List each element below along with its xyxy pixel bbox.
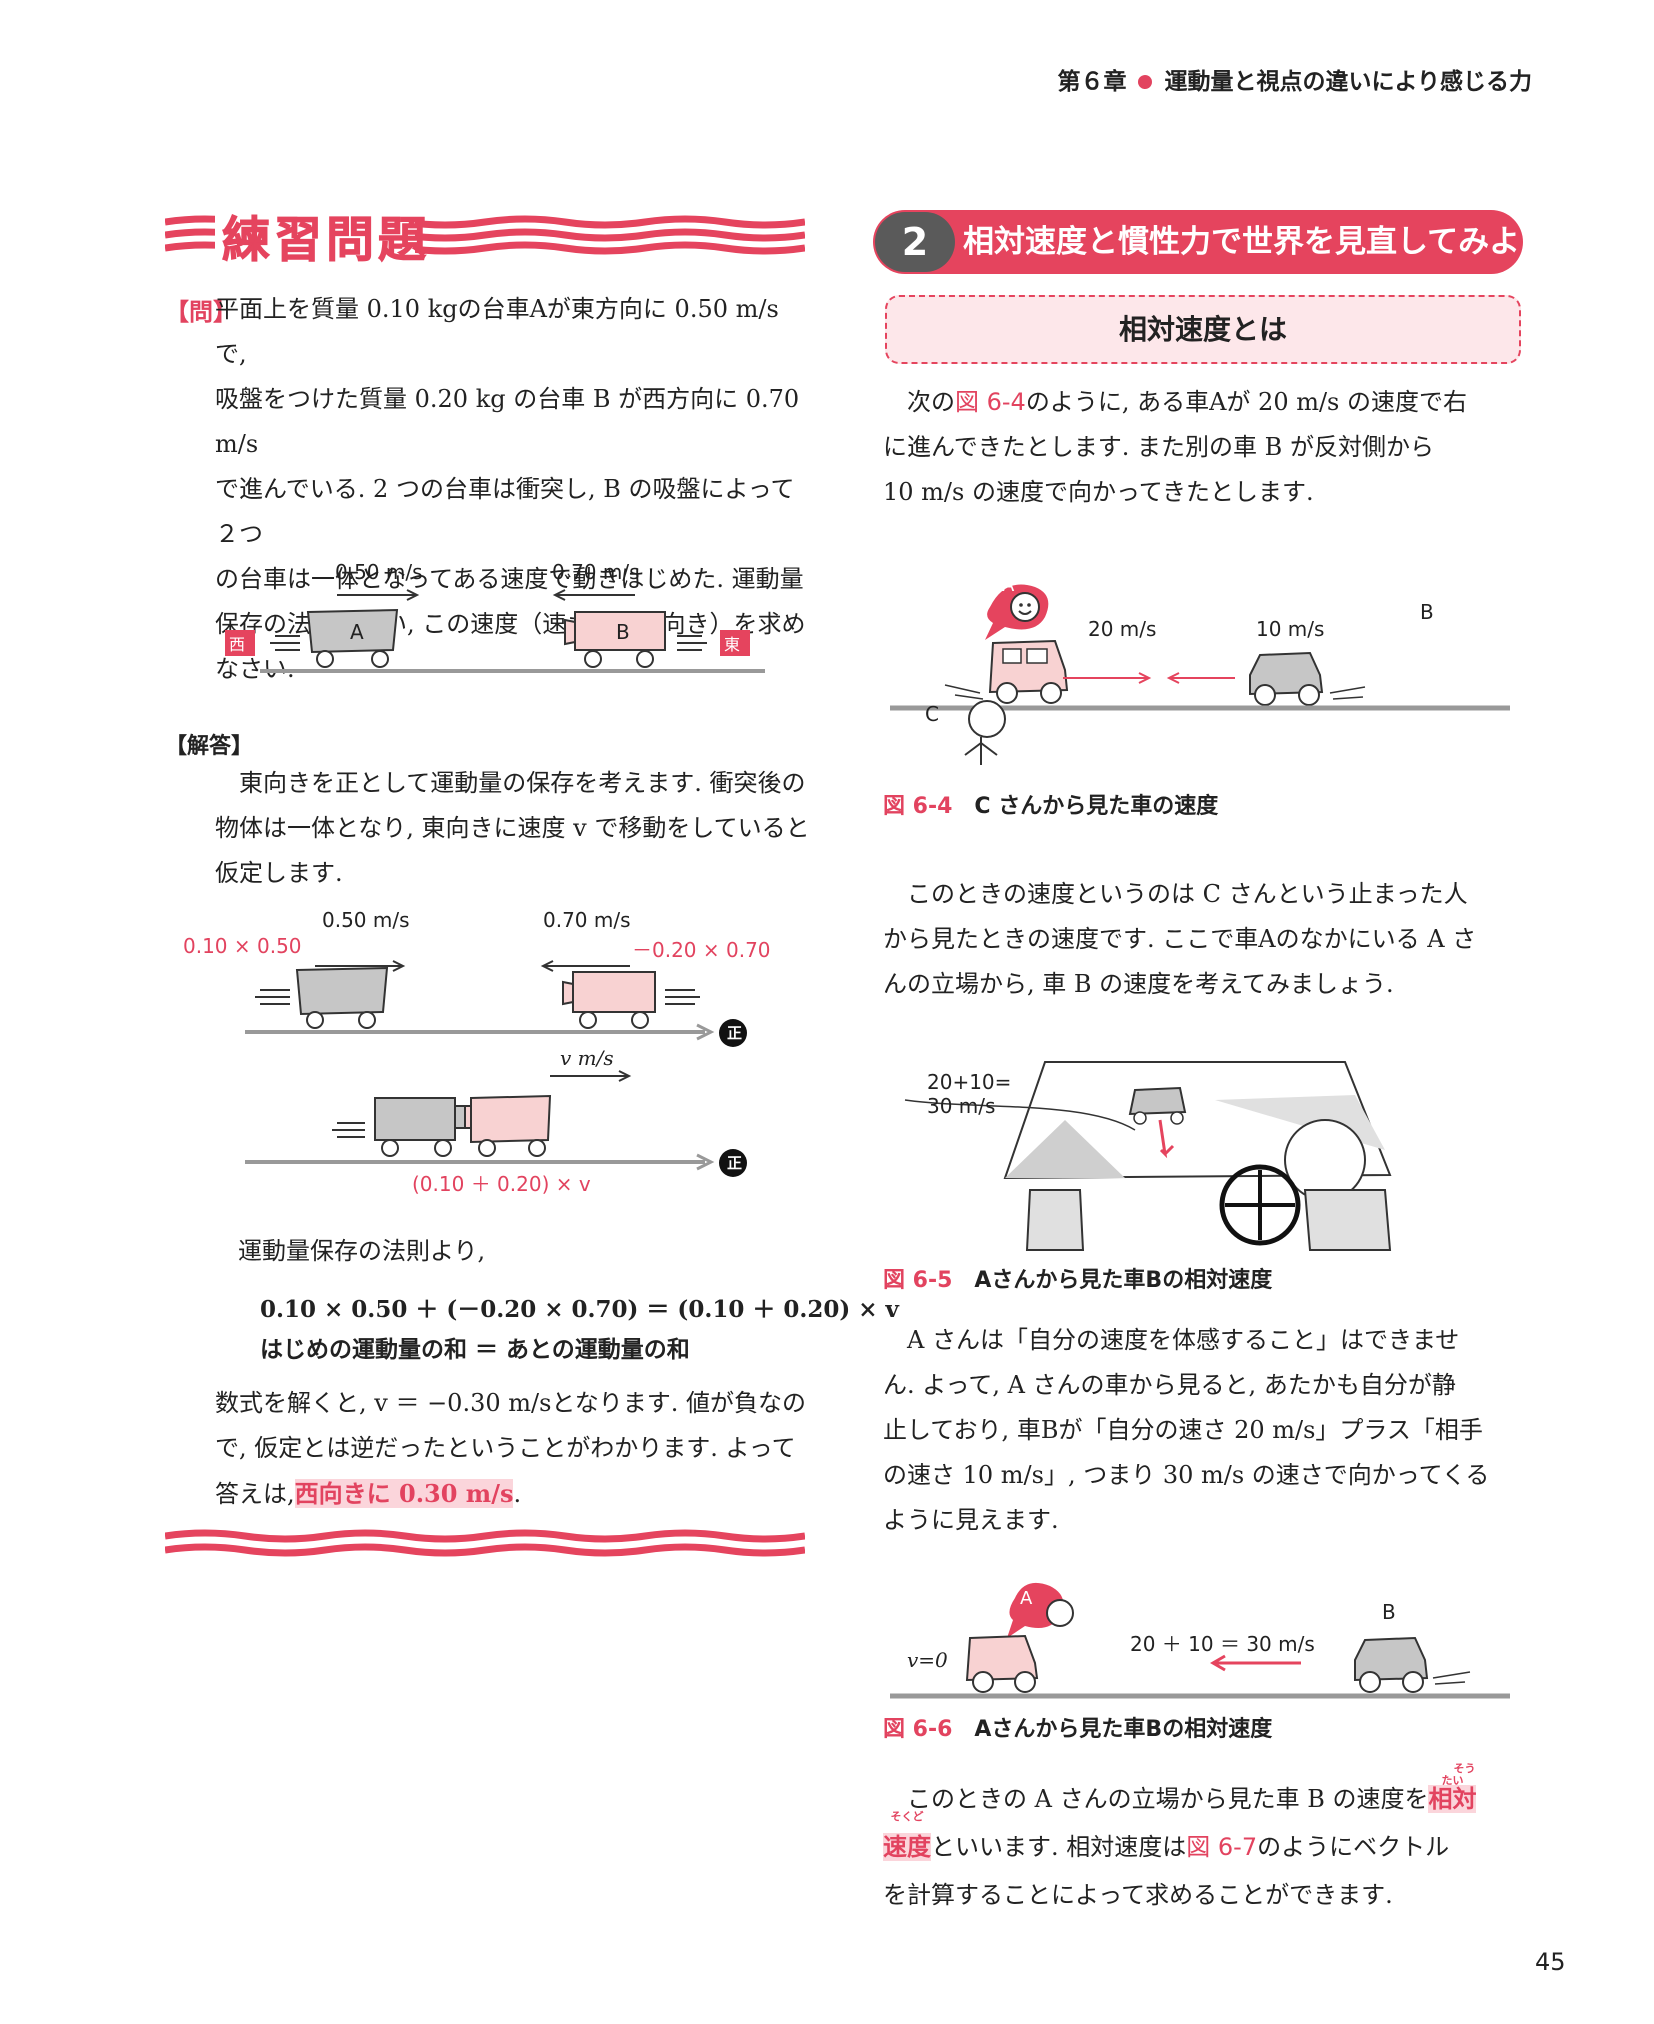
fig6-label-b: B — [1382, 1600, 1396, 1624]
paragraph-3: A さんは「自分の速度を体感すること」はできませ ん. よって, A さんの車か… — [883, 1326, 1490, 1534]
law-text: 運動量保存の法則より, — [238, 1237, 486, 1265]
positive-label: 正 — [727, 1154, 743, 1172]
east-label: 東 — [724, 635, 741, 654]
v-label: v m/s — [560, 1046, 614, 1070]
fig4-label-a: A — [1002, 575, 1015, 596]
question-line: で進んでいる. 2 つの台車は衝突し, B の吸盤によって２つ — [215, 475, 795, 548]
term-relative: そうたい相対 — [1428, 1762, 1477, 1813]
answer-line: 仮定します. — [215, 859, 343, 887]
west-label: 西 — [229, 635, 246, 654]
fig4-label-c: C — [925, 702, 939, 726]
fig4-speed-a: 20 m/s — [1088, 617, 1157, 641]
fig5-calc-line2: 30 m/s — [927, 1094, 996, 1118]
fig2-speed-a: 0.50 m/s — [322, 908, 410, 932]
bullet-icon — [1138, 74, 1153, 89]
paragraph-4: このときの A さんの立場から見た車 B の速度をそうたい相対 そくど速度といい… — [883, 1762, 1477, 1909]
fig6-calc: 20 ＋ 10 ＝ 30 m/s — [1130, 1632, 1315, 1656]
momentum-b: －0.20 × 0.70 — [632, 938, 771, 962]
figure-ref: 図 6-7 — [1186, 1833, 1258, 1861]
answer-line: 物体は一体となり, 東向きに速度 v で移動をしていると — [215, 814, 810, 842]
speed-label-a: 0.50 m/s — [335, 560, 423, 584]
paragraph-2: このときの速度というのは C さんという止まった人 から見たときの速度です. こ… — [883, 880, 1477, 998]
section-title-bar: 2 相対速度と慣性力で世界を見直してみよう — [873, 210, 1523, 324]
running-header: 第６章 運動量と視点の違いにより感じる力 — [1057, 62, 1532, 96]
figure-6-4 — [890, 584, 1510, 765]
ruby-relative: そうたい — [1441, 1762, 1476, 1787]
section-number: 2 — [875, 212, 955, 272]
section-title: 相対速度と慣性力で世界を見直してみよう — [963, 224, 1521, 324]
speed-label-b: 0.70 m/s — [552, 560, 640, 584]
question-line: 吸盤をつけた質量 0.20 kg の台車 B が西方向に 0.70 m/s — [215, 385, 800, 458]
paragraph-1: 次の図 6-4のように, ある車Aが 20 m/s の速度で右 に進んできたとし… — [883, 388, 1468, 506]
combined-momentum: (0.10 ＋ 0.20) × v — [412, 1172, 591, 1196]
conclusion-line: で, 仮定とは逆だったということがわかります. よって — [215, 1434, 796, 1462]
question-tag: 【問】 — [165, 298, 237, 326]
ruby-velocity: そくど — [890, 1810, 924, 1823]
page-number: 45 — [1535, 1948, 1566, 1976]
fig6-v-zero: v=0 — [907, 1648, 948, 1672]
fig4-speed-b: 10 m/s — [1256, 617, 1325, 641]
answer-text: 東向きを正として運動量の保存を考えます. 衝突後の 物体は一体となり, 東向きに… — [215, 761, 815, 896]
cart-b-label: B — [616, 620, 630, 644]
figure-ref: 図 6-4 — [955, 388, 1026, 416]
fig6-label-a: A — [1020, 1588, 1033, 1609]
answer-tag: 【解答】 — [165, 734, 254, 759]
chapter-title: 運動量と視点の違いにより感じる力 — [1164, 69, 1532, 95]
equation: 0.10 × 0.50 ＋ (－0.20 × 0.70) ＝ (0.10 ＋ 0… — [260, 1296, 899, 1323]
conclusion-line: 答えは,西向きに 0.30 m/s. — [215, 1479, 522, 1508]
question-line: の台車は一体となってある速度で動きはじめた. 運動量 — [215, 565, 804, 593]
practice-title-bar — [165, 208, 805, 262]
answer-line: 東向きを正として運動量の保存を考えます. 衝突後の — [239, 769, 806, 797]
fig2-speed-b: 0.70 m/s — [543, 908, 631, 932]
practice-title: 練習問題 — [221, 212, 431, 269]
fig5-calc-line1: 20+10= — [927, 1070, 1012, 1094]
figure-carts-before — [225, 589, 765, 673]
question-line: 平面上を質量 0.10 kgの台車Aが東方向に 0.50 m/s で, — [215, 295, 779, 368]
subsection-title: 相対速度とは — [885, 295, 1521, 364]
chapter-number: 第６章 — [1057, 69, 1127, 95]
momentum-a: 0.10 × 0.50 — [183, 934, 302, 958]
conclusion-line: 数式を解くと, v ＝ −0.30 m/sとなります. 値が負なの — [215, 1389, 806, 1417]
cart-a-label: A — [350, 620, 364, 644]
figure-momentum — [245, 960, 747, 1177]
positive-label: 正 — [727, 1024, 743, 1042]
term-velocity: そくど速度 — [883, 1810, 931, 1861]
fig4-label-b: B — [1420, 600, 1434, 624]
answer-highlight: 西向きに 0.30 m/s — [294, 1479, 514, 1508]
figure-6-6 — [890, 1582, 1510, 1699]
practice-end-bar — [165, 1529, 805, 1557]
conclusion-text: 数式を解くと, v ＝ −0.30 m/sとなります. 値が負なの で, 仮定と… — [215, 1381, 815, 1517]
equation-words: はじめの運動量の和 ＝ あとの運動量の和 — [260, 1337, 690, 1363]
figure-6-5 — [904, 1061, 1392, 1251]
